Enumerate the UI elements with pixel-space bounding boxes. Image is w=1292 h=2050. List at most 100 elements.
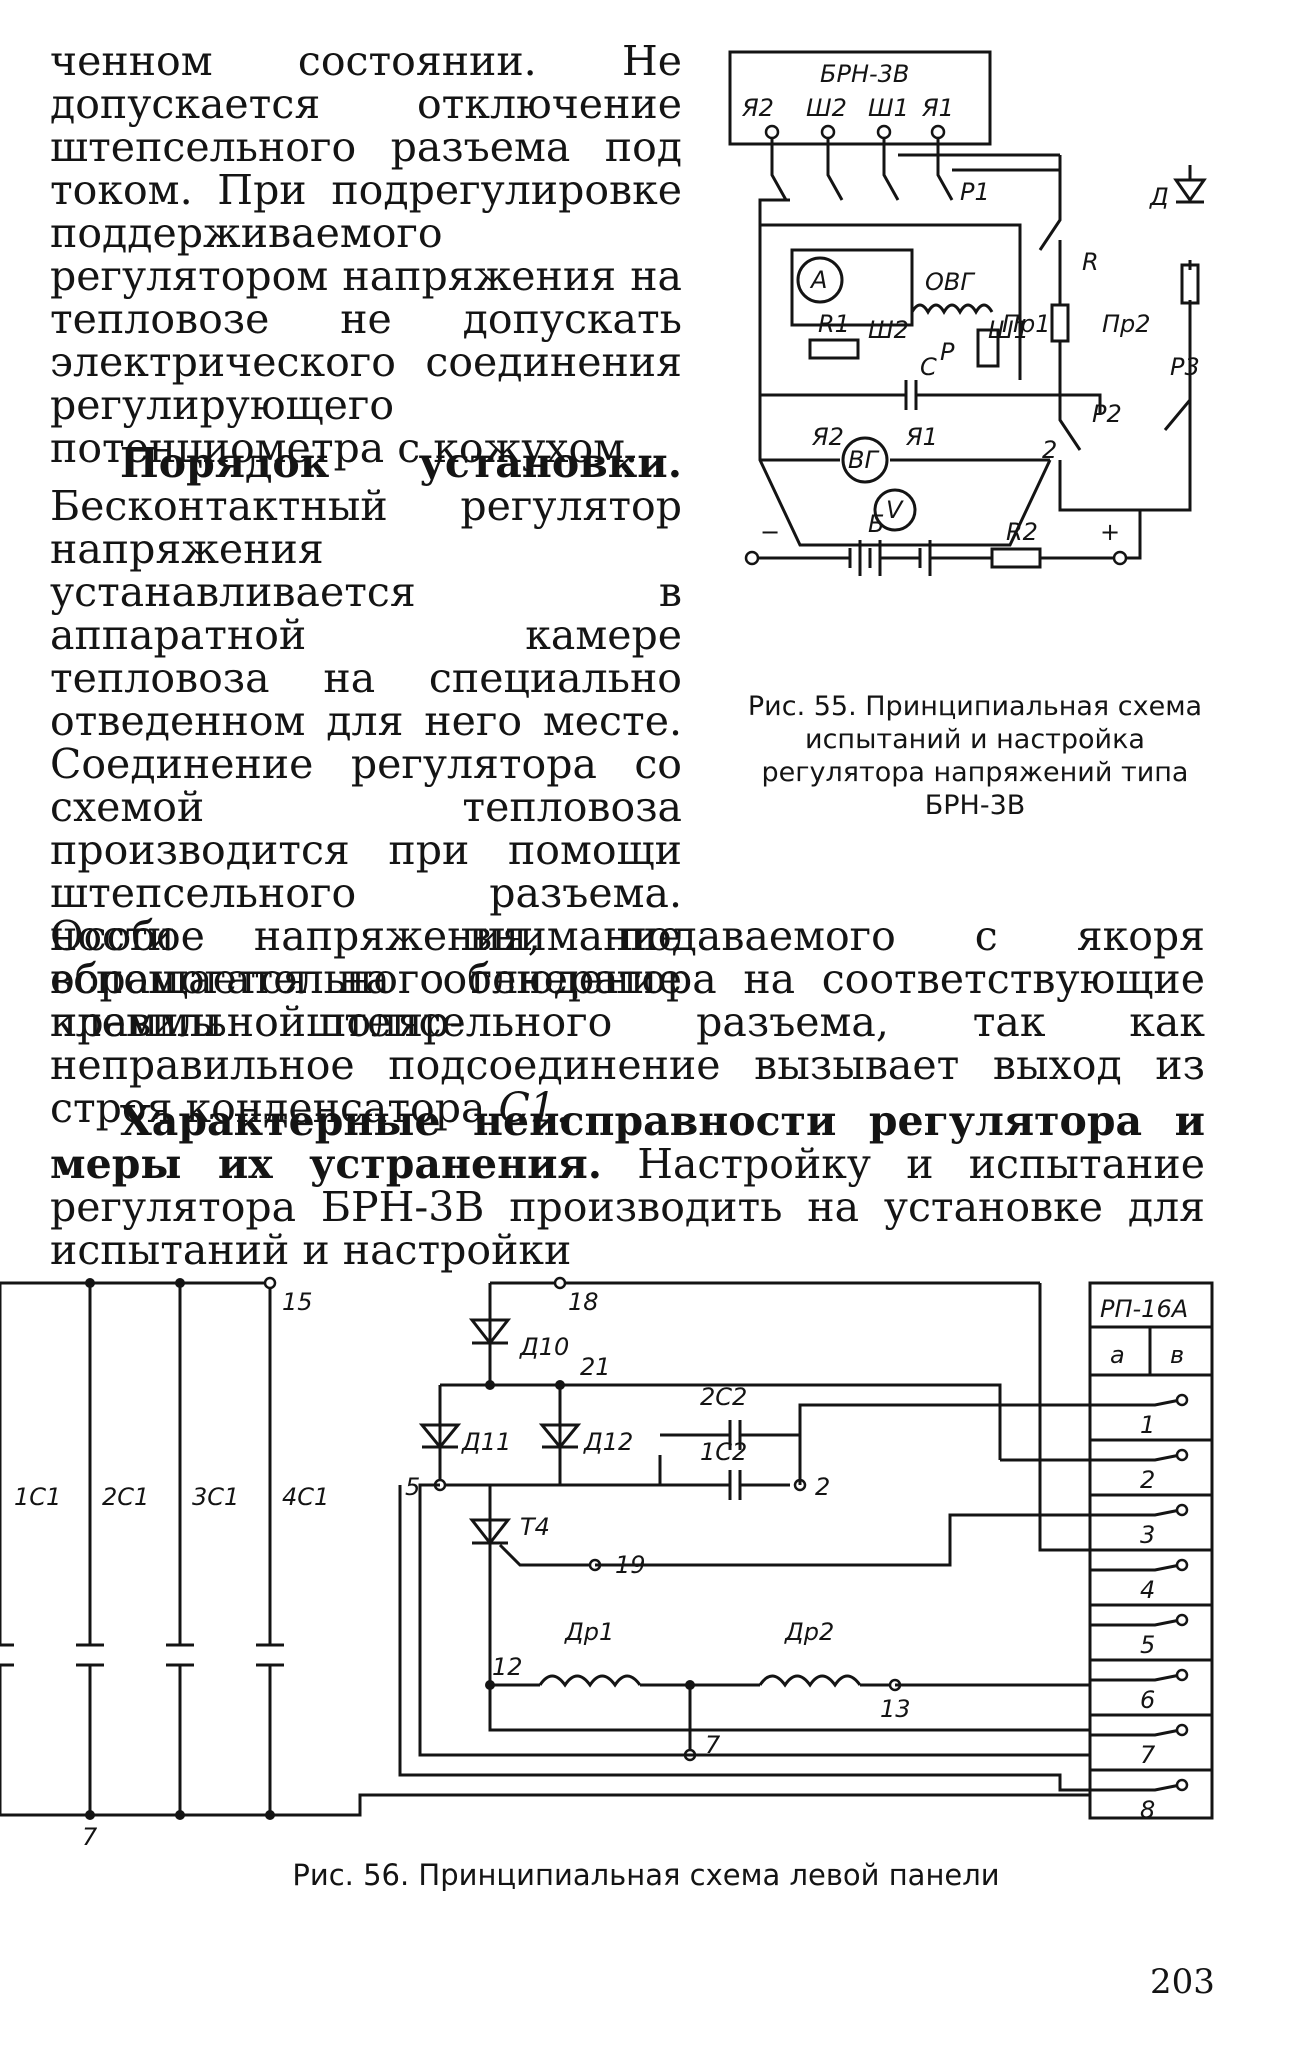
paragraph-1: ченном состоянии. Не допускается отключе…	[50, 37, 682, 472]
voltmeter	[873, 488, 917, 532]
figure-56-caption: Рис. 56. Принципиальная схема левой пане…	[292, 1858, 1000, 1892]
label-p: Р	[940, 338, 955, 366]
label-p1: Р1	[960, 178, 990, 206]
contact-links	[758, 153, 1060, 340]
pin-1: 1	[1140, 1411, 1155, 1439]
page-number: 203	[1150, 1962, 1215, 2002]
diode-d12	[538, 1423, 582, 1450]
label-ya2-2: Я2	[811, 423, 844, 451]
label-1c2: 1С2	[700, 1438, 747, 1466]
label-12: 12	[492, 1653, 523, 1681]
pin-ya2: Я2	[741, 94, 774, 122]
paragraph-faults: Характерные неисправности регулятора и м…	[50, 1100, 1205, 1272]
label-18: 18	[568, 1288, 599, 1316]
label-1c1: 1С1	[14, 1483, 61, 1511]
pin-5: 5	[1140, 1631, 1155, 1659]
label-dr1: Др1	[564, 1618, 614, 1646]
label-4c1: 4С1	[282, 1483, 329, 1511]
choke-dr1	[538, 1674, 642, 1688]
diode-d10	[468, 1318, 512, 1346]
label-dr2: Др2	[784, 1618, 834, 1646]
label-5: 5	[405, 1473, 420, 1501]
circuit-frame	[758, 223, 1052, 547]
label-minus: −	[760, 518, 780, 546]
installation-body: Бесконтактный регулятор напряжения устан…	[50, 482, 682, 1046]
label-sh2-2: Ш2	[868, 316, 909, 344]
label-21: 21	[580, 1353, 611, 1381]
label-d12: Д12	[583, 1428, 633, 1456]
choke-dr2	[758, 1674, 862, 1688]
right-branch	[1038, 155, 1192, 512]
label-vg: ВГ	[848, 446, 879, 474]
pin-sh2: Ш2	[806, 94, 847, 122]
diode-d	[1173, 178, 1207, 204]
battery-b	[752, 540, 1120, 576]
label-2: 2	[1042, 436, 1057, 464]
label-r1: R1	[818, 310, 850, 338]
pin-ya1: Я1	[921, 94, 954, 122]
label-col-b: в	[1170, 1341, 1184, 1369]
pin-6: 6	[1140, 1686, 1155, 1714]
paragraph-installation-continued: ности напряжения, подаваемого с якоря вс…	[50, 915, 1205, 1130]
terminal-ya2	[764, 124, 780, 140]
diode-d11	[418, 1423, 462, 1450]
contact-p3	[1163, 370, 1192, 510]
connector-header	[1090, 1325, 1212, 1377]
resistor-r1	[808, 338, 860, 360]
connector-wiring	[270, 1283, 1090, 1817]
capacitor-ref: C1.	[498, 1084, 569, 1132]
label-d: Д	[1149, 183, 1169, 211]
label-7a: 7	[82, 1823, 98, 1851]
label-d11: Д11	[461, 1428, 511, 1456]
installation-continued-text: ности напряжения, подаваемого с якоря вс…	[50, 912, 1205, 1132]
ammeter	[796, 256, 844, 304]
field-winding	[910, 303, 994, 316]
label-p3: Р3	[1170, 353, 1200, 381]
relay-p	[976, 328, 1000, 368]
faults-heading: Характерные неисправности регулятора и м…	[50, 1097, 1205, 1188]
diode-wiring	[438, 1281, 1040, 1565]
capacitor-c	[760, 380, 1102, 415]
fuse-pr2	[1180, 263, 1200, 305]
label-13: 13	[880, 1695, 911, 1723]
label-a: А	[809, 266, 827, 294]
brn-unit-box	[728, 50, 992, 146]
pin-sh1: Ш1	[868, 94, 909, 122]
label-c: С	[920, 353, 937, 381]
pin-4: 4	[1140, 1576, 1155, 1604]
installation-heading: Порядок установки.	[120, 439, 682, 487]
label-2: 2	[815, 1473, 830, 1501]
label-col-a: а	[1110, 1341, 1125, 1369]
label-r2: R2	[1006, 518, 1038, 546]
label-rp16a: РП-16А	[1100, 1295, 1188, 1323]
label-pr2: Пр2	[1102, 310, 1151, 338]
pin-8: 8	[1140, 1796, 1155, 1824]
label-ya1-2: Я1	[905, 423, 938, 451]
label-7b: 7	[705, 1731, 721, 1759]
terminal-sh1	[876, 124, 892, 140]
label-plus: +	[1100, 518, 1120, 546]
label-b: Б	[868, 510, 884, 538]
label-t4: Т4	[520, 1513, 550, 1541]
ammeter-box	[790, 248, 914, 327]
plug-contacts	[770, 138, 954, 201]
pin-7: 7	[1140, 1741, 1156, 1769]
pin-3: 3	[1140, 1521, 1155, 1549]
pin-2: 2	[1140, 1466, 1155, 1494]
terminal-minus	[744, 550, 760, 566]
faults-body: Настройку и испытание регулятора БРН-3В …	[50, 1140, 1205, 1274]
label-v: V	[886, 496, 904, 524]
resistor-r2	[990, 547, 1042, 569]
label-2c1: 2С1	[102, 1483, 149, 1511]
figure-56-schematic: 1С1 2С1 3С1 4С1 15 7 18 Д10 21 Д11 Д12 2…	[0, 1276, 1214, 1851]
label-3c1: 3С1	[192, 1483, 239, 1511]
label-pr1: Пр1	[1002, 310, 1051, 338]
capacitor-plates	[0, 1643, 284, 1667]
terminal-plus	[1112, 550, 1128, 566]
connector-pins	[1090, 1393, 1212, 1792]
thyristor-t4	[468, 1518, 512, 1546]
paragraph-installation: Порядок установки. Бесконтактный регулят…	[50, 442, 682, 1044]
figure-55-caption: Рис. 55. Принципиальная схема испытаний …	[747, 691, 1203, 821]
terminal-ya1	[930, 124, 946, 140]
terminal-sh2	[820, 124, 836, 140]
